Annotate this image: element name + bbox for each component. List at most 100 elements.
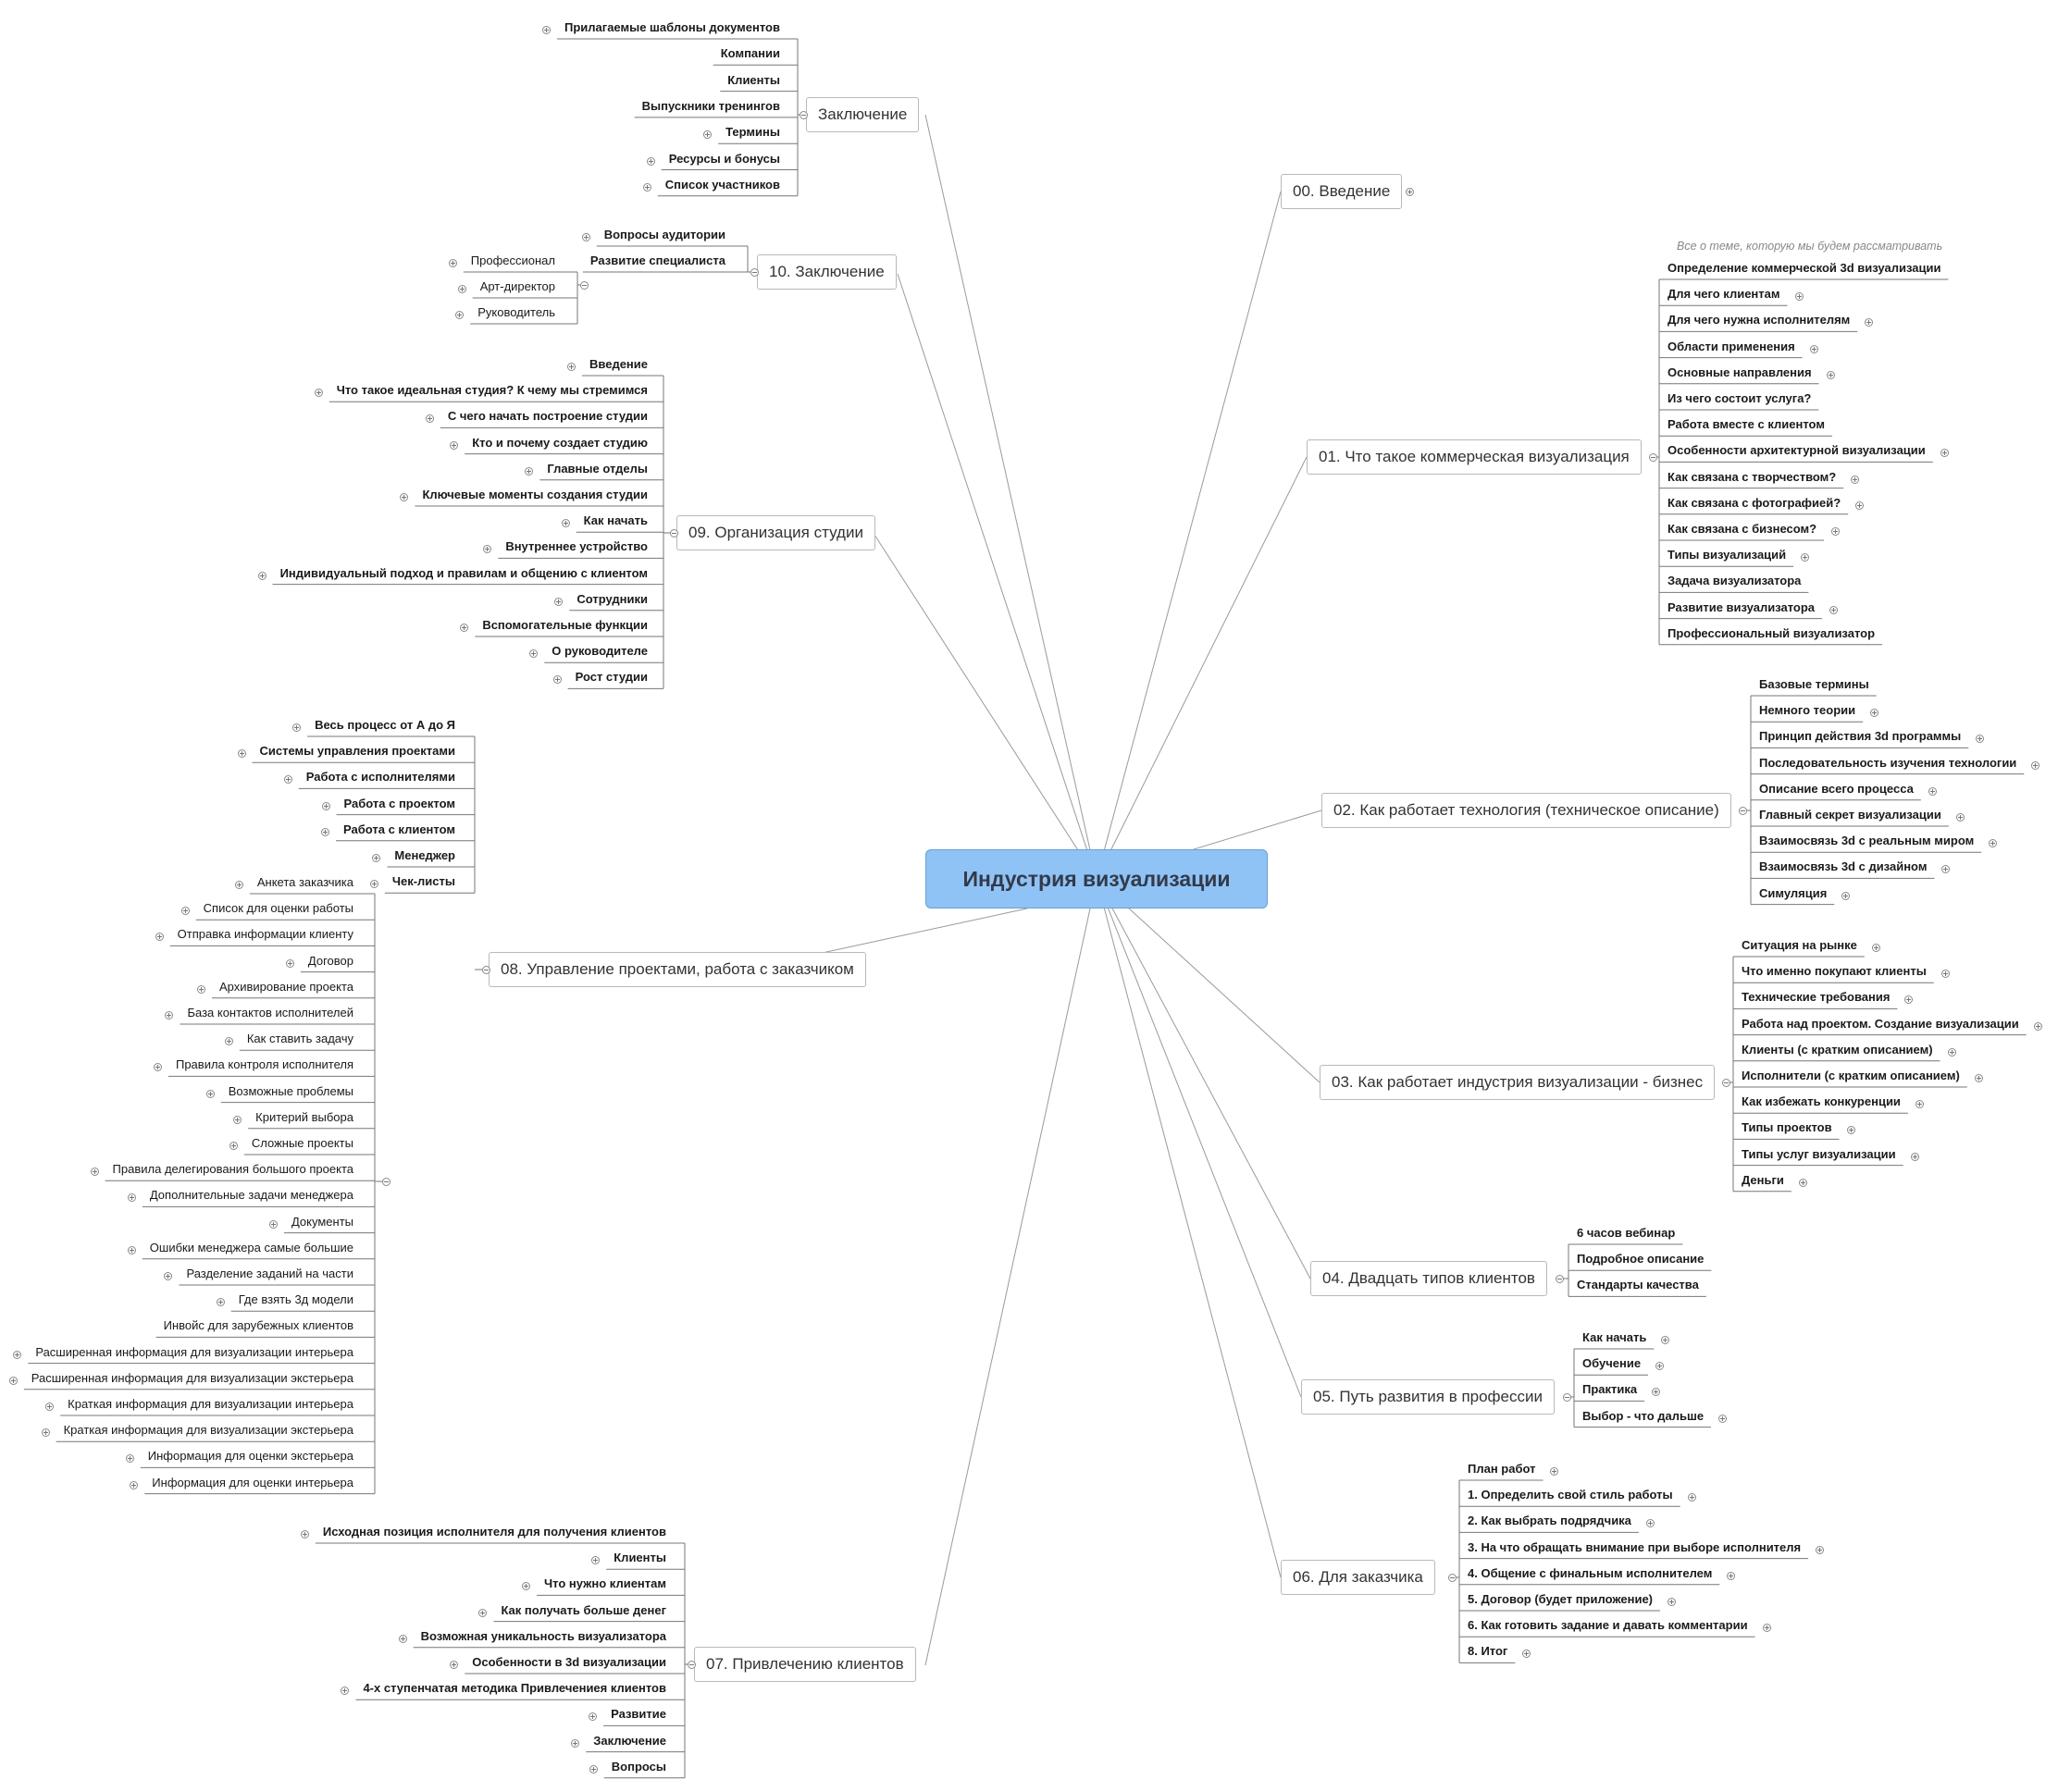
topic-00[interactable]: 00. Введение (1281, 174, 1403, 209)
expand-icon[interactable] (552, 675, 562, 685)
expand-icon[interactable] (589, 1712, 598, 1722)
expand-icon[interactable] (1841, 891, 1851, 900)
subtopic-item[interactable]: Типы услуг визуализации (1742, 1146, 1896, 1161)
collapse-icon[interactable] (1739, 807, 1747, 815)
collapse-icon[interactable] (1722, 1079, 1730, 1087)
collapse-icon[interactable] (382, 1178, 391, 1186)
subtopic-item[interactable]: Практика (1582, 1382, 1638, 1397)
subtopic-item[interactable]: Типы визуализаций (1667, 548, 1787, 562)
subtopic-item[interactable]: 1. Определить свой стиль работы (1468, 1488, 1673, 1502)
collapse-icon[interactable] (670, 529, 678, 538)
subtopic-item[interactable]: Отправка информации клиенту (177, 927, 353, 942)
expand-icon[interactable] (1947, 1047, 1956, 1057)
subtopic-item[interactable]: Клиенты (727, 72, 780, 87)
expand-icon[interactable] (642, 182, 651, 192)
expand-icon[interactable] (257, 571, 267, 580)
expand-icon[interactable] (1652, 1388, 1661, 1397)
subtopic-item[interactable]: Что такое идеальная студия? К чему мы ст… (336, 383, 648, 398)
subtopic-item[interactable]: Прилагаемые шаблоны документов (564, 20, 780, 34)
subtopic-item[interactable]: Исполнители (с кратким описанием) (1742, 1069, 1960, 1082)
expand-icon[interactable] (205, 1089, 215, 1098)
subtopic-item[interactable]: Ключевые моменты создания студии (422, 488, 648, 501)
subtopic-item[interactable]: Вопросы (611, 1759, 666, 1773)
subtopic-item[interactable]: Описание всего процесса (1759, 781, 1914, 796)
subtopic-item[interactable]: Как связана с фотографией? (1667, 495, 1841, 510)
subtopic-item[interactable]: 3. На что обращать внимание при выборе и… (1468, 1539, 1802, 1554)
expand-icon[interactable] (1871, 944, 1880, 952)
expand-icon[interactable] (450, 440, 459, 450)
expand-icon[interactable] (127, 1245, 136, 1254)
expand-icon[interactable] (13, 1350, 22, 1359)
expand-icon[interactable] (1846, 1126, 1855, 1135)
subtopic-item[interactable]: Задача визуализатора (1667, 574, 1802, 588)
subtopic-item[interactable]: 4-х ступенчатая методика Привлечениея кл… (363, 1681, 666, 1696)
subtopic-item[interactable]: Что нужно клиентам (544, 1576, 666, 1591)
subtopic-item[interactable]: Анкета заказчика (256, 875, 353, 889)
expand-icon[interactable] (1855, 501, 1865, 510)
expand-icon[interactable] (542, 26, 552, 34)
expand-icon[interactable] (425, 414, 434, 424)
expand-icon[interactable] (2031, 760, 2040, 770)
collapse-icon[interactable] (1563, 1393, 1571, 1402)
expand-icon[interactable] (300, 1530, 309, 1539)
subtopic-item[interactable]: Где взять 3д модели (238, 1292, 353, 1307)
expand-icon[interactable] (1522, 1650, 1531, 1659)
subtopic-item[interactable]: Ресурсы и бонусы (668, 151, 780, 166)
subtopic-item[interactable]: Типы проектов (1742, 1120, 1832, 1135)
expand-icon[interactable] (237, 749, 246, 759)
topic-08[interactable]: 08. Управление проектами, работа с заказ… (489, 952, 866, 987)
subtopic-item[interactable]: Руководитель (477, 305, 555, 319)
subtopic-item[interactable]: Работа с проектом (343, 796, 455, 810)
expand-icon[interactable] (589, 1764, 598, 1773)
subtopic-item[interactable]: Архивирование проекта (218, 979, 353, 994)
subtopic-item[interactable]: Термины (725, 125, 780, 140)
subtopic-item[interactable]: Ошибки менеджера самые большие (149, 1240, 353, 1254)
expand-icon[interactable] (164, 1272, 173, 1280)
subtopic-item[interactable]: Профессиональный визуализатор (1667, 625, 1876, 640)
expand-icon[interactable] (703, 130, 713, 140)
subtopic-item[interactable]: Дополнительные задачи менеджера (149, 1188, 353, 1203)
expand-icon[interactable] (1865, 318, 1874, 328)
subtopic-item[interactable]: Внутреннее устройство (505, 539, 648, 554)
expand-icon[interactable] (1940, 449, 1949, 458)
subtopic-item[interactable]: Симуляция (1759, 885, 1828, 900)
expand-icon[interactable] (1809, 344, 1818, 353)
expand-icon[interactable] (8, 1376, 18, 1385)
subtopic-item[interactable]: Деньги (1742, 1172, 1784, 1187)
subtopic-item[interactable]: Список для оценки работы (203, 901, 353, 916)
subtopic-item[interactable]: Краткая информация для визуализации инте… (68, 1397, 353, 1411)
subtopic-item[interactable]: Заключение (593, 1733, 666, 1748)
expand-icon[interactable] (216, 1298, 225, 1307)
subtopic-item[interactable]: Немного теории (1759, 703, 1856, 718)
expand-icon[interactable] (321, 801, 330, 810)
subtopic-item[interactable]: База контактов исполнителей (187, 1006, 353, 1020)
subtopic-item[interactable]: 5. Договор (будет приложение) (1468, 1592, 1654, 1606)
subtopic-note[interactable]: Все о теме, которую мы будем рассматрива… (1677, 240, 1943, 253)
topic-06[interactable]: 06. Для заказчика (1281, 1560, 1435, 1595)
topic-zakl-top[interactable]: Заключение (806, 97, 920, 132)
expand-icon[interactable] (283, 775, 292, 785)
collapse-icon[interactable] (482, 966, 490, 974)
subtopic-item[interactable]: Как ставить задачу (246, 1032, 353, 1046)
subtopic-item[interactable]: Информация для оценки интерьера (152, 1475, 353, 1489)
expand-icon[interactable] (1645, 1519, 1655, 1528)
expand-icon[interactable] (90, 1168, 99, 1177)
subtopic-item[interactable]: Взаимосвязь 3d с дизайном (1759, 859, 1928, 874)
subtopic-item[interactable]: Документы (291, 1214, 353, 1229)
expand-icon[interactable] (1940, 970, 1950, 979)
topic-07[interactable]: 07. Привлечению клиентов (694, 1647, 916, 1682)
expand-icon[interactable] (522, 1582, 531, 1591)
collapse-icon[interactable] (1448, 1574, 1457, 1582)
expand-icon[interactable] (646, 156, 655, 166)
subtopic-item[interactable]: 8. Итог (1468, 1644, 1508, 1659)
subtopic-item[interactable]: Основные направления (1667, 365, 1812, 379)
expand-icon[interactable] (1816, 1545, 1825, 1554)
subtopic-item[interactable]: Правила делегирования большого проекта (112, 1162, 353, 1177)
subtopic-item[interactable]: Как избежать конкуренции (1742, 1094, 1901, 1109)
expand-icon[interactable] (448, 259, 457, 267)
subtopic-item[interactable]: Договор (307, 953, 353, 968)
expand-icon[interactable] (130, 1480, 139, 1489)
subtopic-item[interactable]: Последовательность изучения технологии (1759, 755, 2017, 770)
subtopic-item[interactable]: Возможная уникальность визуализатора (420, 1628, 666, 1643)
subtopic-item[interactable]: Базовые термины (1759, 677, 1869, 691)
